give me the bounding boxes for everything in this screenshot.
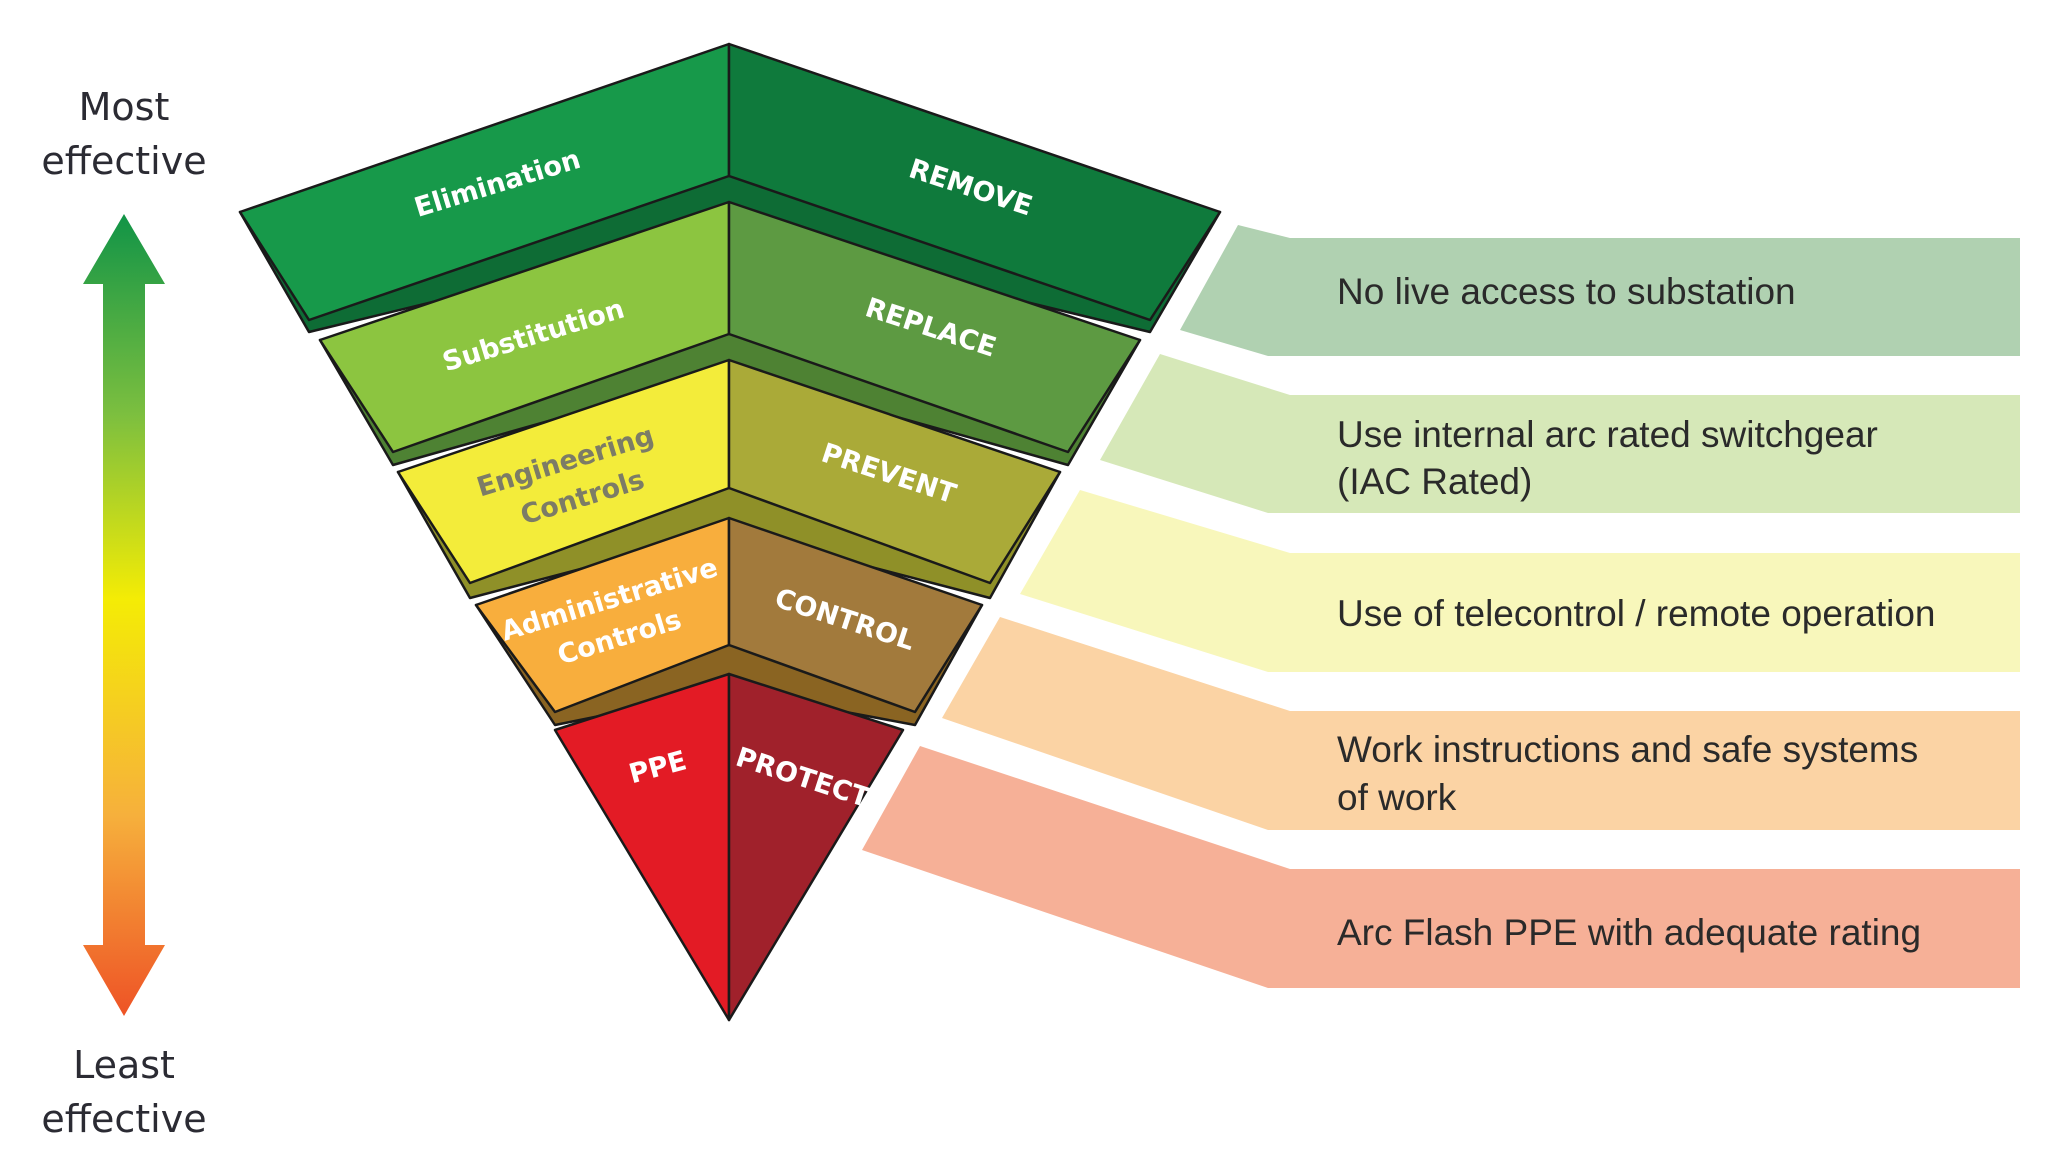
band-shape [862,746,2020,988]
right-face [727,358,1062,585]
example-text-line1: Work instructions and safe systems [1337,729,1918,770]
left-face [553,672,731,1022]
right-face [727,672,905,1022]
example-band-elimination: No live access to substation [1180,225,2020,356]
most-label-line1: Most [79,85,170,129]
band-shape [1100,354,2020,513]
least-label-line1: Least [73,1043,175,1087]
effectiveness-scale: Most effective Least effective [41,85,206,1141]
example-text: Use of telecontrol / remote operation [1337,593,1936,634]
example-text: No live access to substation [1337,271,1796,312]
most-label-line2: effective [41,139,206,183]
example-text-line2: of work [1337,777,1457,818]
example-band-administrative: Work instructions and safe systems of wo… [942,617,2020,830]
example-text: Arc Flash PPE with adequate rating [1337,912,1921,953]
example-text-line2: (IAC Rated) [1337,461,1532,502]
level-administrative [474,516,984,727]
inverted-pyramid [238,42,1222,1022]
example-band-engineering: Use of telecontrol / remote operation [1020,490,2020,672]
level-substitution [318,200,1142,467]
example-band-ppe: Arc Flash PPE with adequate rating [862,746,2020,988]
right-face [727,200,1142,454]
double-arrow-icon [83,214,165,1016]
example-bands: No live access to substation Use interna… [862,225,2020,988]
band-shape [1180,225,2020,356]
example-text-line1: Use internal arc rated switchgear [1337,414,1878,455]
band-shape [1020,490,2020,672]
level-ppe [553,672,905,1022]
right-face [727,42,1222,322]
least-label-line2: effective [41,1097,206,1141]
right-face [727,516,984,714]
example-band-substitution: Use internal arc rated switchgear (IAC R… [1100,354,2020,513]
band-shape [942,617,2020,830]
